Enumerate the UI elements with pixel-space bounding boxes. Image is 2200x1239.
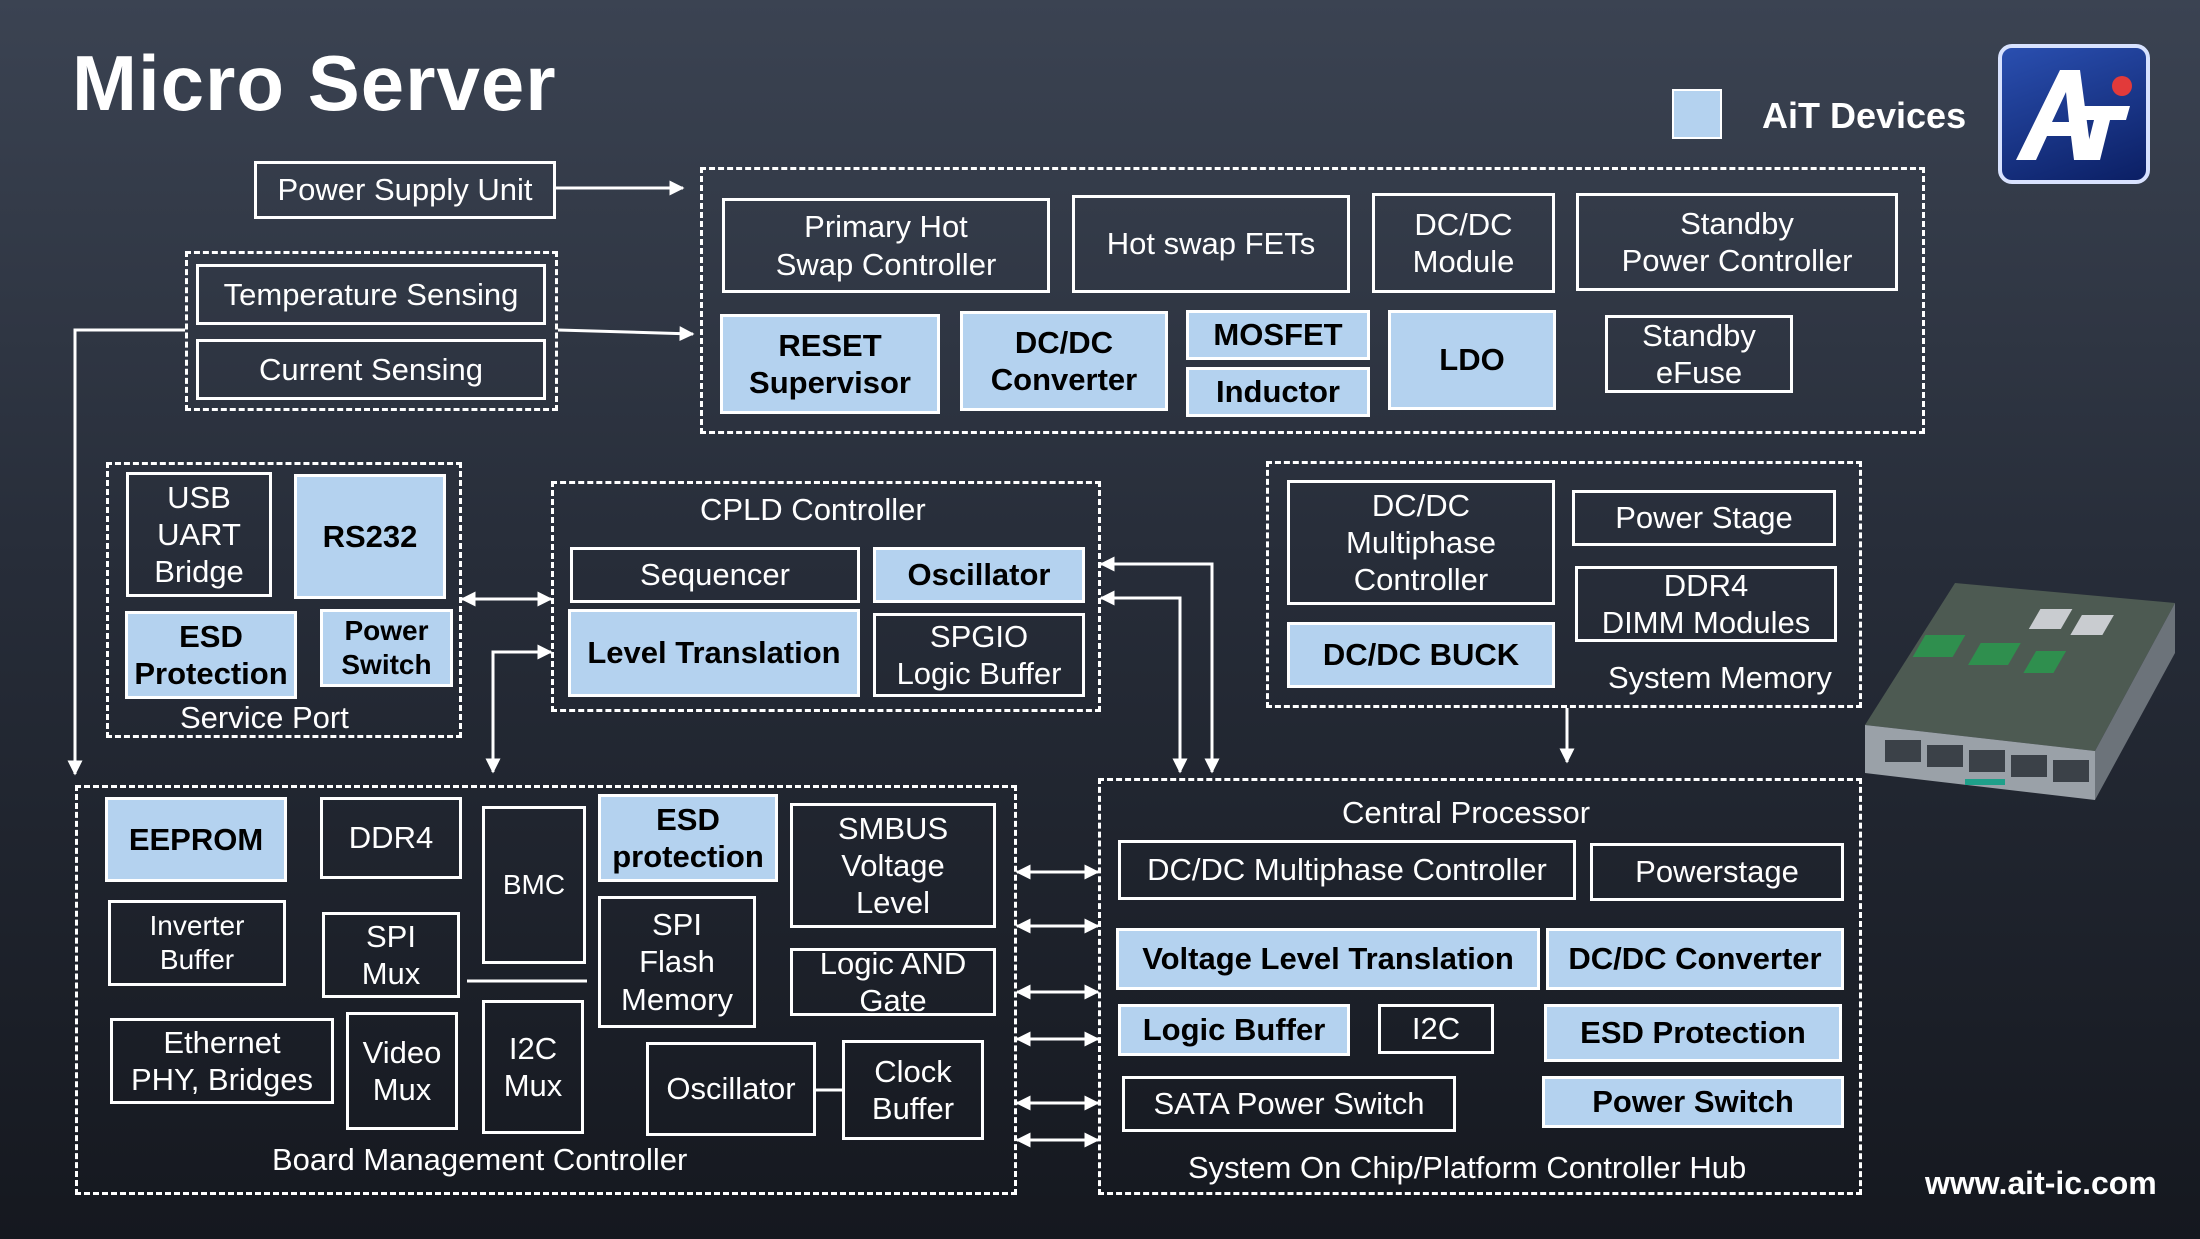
reset-supervisor: RESET Supervisor	[720, 314, 940, 414]
service-port-group	[106, 462, 462, 738]
cpld-cpu-arrow-2	[1099, 590, 1188, 774]
bmc-group	[75, 785, 1017, 1195]
sequencer: Sequencer	[570, 547, 860, 603]
voltage-level-translation: Voltage Level Translation	[1116, 928, 1540, 990]
sensing-group	[185, 251, 558, 411]
cpu-power-switch: Power Switch	[1542, 1076, 1844, 1128]
eeprom: EEPROM	[105, 797, 287, 882]
cpu-title: Central Processor	[1342, 795, 1591, 830]
bmc-ddr4: DDR4	[320, 797, 462, 879]
bmc-esd-protection: ESD protection	[598, 794, 778, 882]
cpu-subtitle: System On Chip/Platform Controller Hub	[1188, 1150, 1747, 1185]
memory-group	[1266, 461, 1862, 708]
smbus-voltage-level: SMBUS Voltage Level	[790, 803, 996, 928]
spgio-logic-buffer: SPGIO Logic Buffer	[873, 613, 1085, 697]
service-esd-protection: ESD Protection	[125, 611, 297, 699]
cpu-group	[1098, 778, 1862, 1195]
system-memory-label: System Memory	[1608, 660, 1832, 695]
server-image	[1865, 583, 2175, 800]
cpu-powerstage: Powerstage	[1590, 843, 1844, 901]
bmc-chip: BMC	[482, 806, 586, 964]
dcdc-buck: DC/DC BUCK	[1287, 622, 1555, 688]
memory-dcdc-multiphase-controller: DC/DC Multiphase Controller	[1287, 480, 1555, 605]
cpu-dcdc-converter: DC/DC Converter	[1546, 928, 1844, 990]
memory-power-stage: Power Stage	[1572, 490, 1836, 546]
power-supply-unit: Power Supply Unit	[254, 161, 556, 219]
spi-flash-memory: SPI Flash Memory	[598, 896, 756, 1028]
video-mux: Video Mux	[346, 1012, 458, 1130]
cpld-oscillator: Oscillator	[873, 547, 1085, 603]
inductor: Inductor	[1186, 367, 1370, 417]
primary-hot-swap-controller: Primary Hot Swap Controller	[722, 198, 1050, 293]
clock-buffer: Clock Buffer	[842, 1040, 984, 1140]
temperature-sensing: Temperature Sensing	[196, 264, 546, 325]
page-title: Micro Server	[72, 39, 557, 127]
service-power-switch: Power Switch	[320, 609, 453, 687]
spi-mux: SPI Mux	[322, 912, 460, 998]
current-sensing: Current Sensing	[196, 339, 546, 400]
usb-uart-bridge: USB UART Bridge	[126, 472, 272, 597]
level-translation: Level Translation	[568, 609, 860, 697]
sensing-arrow	[557, 326, 695, 342]
legend-label: AiT Devices	[1762, 95, 1967, 136]
service-port-label: Service Port	[180, 700, 349, 735]
bmc-oscillator: Oscillator	[646, 1042, 816, 1136]
cpu-dcdc-multiphase-controller: DC/DC Multiphase Controller	[1118, 840, 1576, 900]
legend-swatch	[1672, 89, 1722, 139]
i2c-mux: I2C Mux	[482, 1000, 584, 1134]
mosfet: MOSFET	[1186, 310, 1370, 360]
sensing-to-bmc-arrow	[67, 328, 185, 776]
power-group	[700, 167, 1925, 434]
cpu-esd-protection: ESD Protection	[1544, 1004, 1842, 1062]
ldo: LDO	[1388, 310, 1556, 410]
cpld-bmc-arrow	[485, 644, 553, 774]
dcdc-converter: DC/DC Converter	[960, 311, 1168, 411]
rs232: RS232	[294, 474, 446, 599]
standby-power-controller: Standby Power Controller	[1576, 193, 1898, 291]
cpld-cpu-arrow-1	[1099, 556, 1220, 774]
standby-efuse: Standby eFuse	[1605, 315, 1793, 393]
cpld-group	[551, 481, 1101, 712]
hot-swap-fets: Hot swap FETs	[1072, 195, 1350, 293]
logic-and-gate: Logic AND Gate	[790, 946, 996, 1018]
website-url: www.ait-ic.com	[1925, 1165, 2157, 1201]
cpld-label: CPLD Controller	[700, 492, 926, 527]
cpu-i2c: I2C	[1378, 1004, 1494, 1054]
ait-logo-icon	[2016, 70, 2132, 160]
ait-logo	[1998, 44, 2150, 184]
ethernet-phy-bridges: Ethernet PHY, Bridges	[110, 1018, 334, 1104]
inverter-buffer: Inverter Buffer	[108, 900, 286, 986]
bmc-label: Board Management Controller	[272, 1142, 688, 1177]
ddr4-dimm-modules: DDR4 DIMM Modules	[1575, 566, 1837, 642]
dcdc-module: DC/DC Module	[1372, 193, 1555, 293]
sata-power-switch: SATA Power Switch	[1122, 1076, 1456, 1132]
logic-buffer: Logic Buffer	[1118, 1004, 1350, 1056]
